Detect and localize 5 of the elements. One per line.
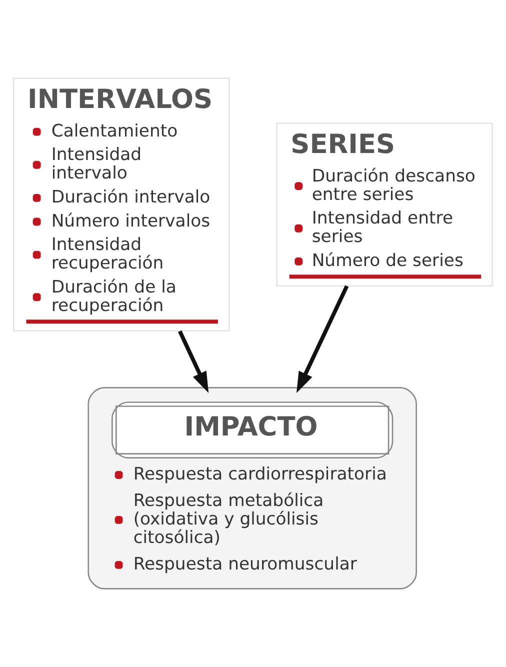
node-box: INTERVALOS Calentamiento Intensidad intervalo Duración intervalo Número intervalos Intensidad recuperación Duración de la recuperación bbox=[13, 78, 230, 332]
arrow bbox=[296, 285, 349, 394]
node-box: IMPACTO Respuesta cardiorrespiratoria Respuesta metabólica (oxidativa y glucólisis citosólica) Respuesta neuromuscular bbox=[88, 387, 417, 590]
node-box: SERIES Duración descanso entre series Intensidad entre series Número de series bbox=[276, 122, 493, 287]
arrow bbox=[178, 330, 209, 393]
